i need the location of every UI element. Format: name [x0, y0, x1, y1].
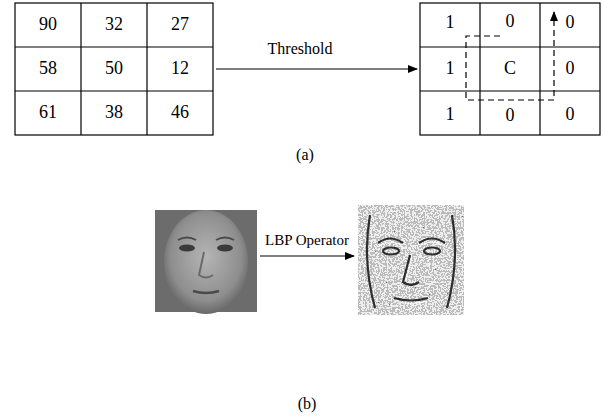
table-cell: 50	[105, 59, 123, 79]
binary-cell: 0	[566, 105, 575, 125]
table-cell: 27	[171, 15, 189, 35]
binary-cell: 0	[506, 12, 515, 32]
binary-cell: 0	[566, 13, 575, 33]
table-cell: 32	[105, 15, 123, 35]
input-grid	[15, 3, 213, 135]
table-cell: 61	[39, 103, 57, 123]
table-cell: 90	[39, 15, 57, 35]
face-photo	[155, 210, 257, 314]
binary-cell: 1	[446, 105, 455, 125]
subfigure-label: (b)	[298, 395, 317, 413]
lbp-arrow	[260, 255, 354, 256]
binary-grid	[420, 3, 600, 135]
table-cell: 12	[171, 59, 189, 79]
arrow-label: Threshold	[268, 40, 333, 58]
subfigure-label: (a)	[296, 146, 314, 164]
table-cell: 38	[105, 103, 123, 123]
arrow-label: LBP Operator	[265, 232, 349, 249]
lbp-image	[358, 205, 464, 315]
reading-order-path	[466, 12, 554, 100]
binary-cell: 0	[566, 59, 575, 79]
table-cell: 58	[39, 59, 57, 79]
binary-cell: 0	[506, 106, 515, 126]
table-cell: 46	[171, 103, 189, 123]
binary-cell: 1	[446, 13, 455, 33]
threshold-arrow	[216, 68, 417, 69]
binary-cell: 1	[446, 59, 455, 79]
center-pixel-label: C	[504, 59, 516, 79]
